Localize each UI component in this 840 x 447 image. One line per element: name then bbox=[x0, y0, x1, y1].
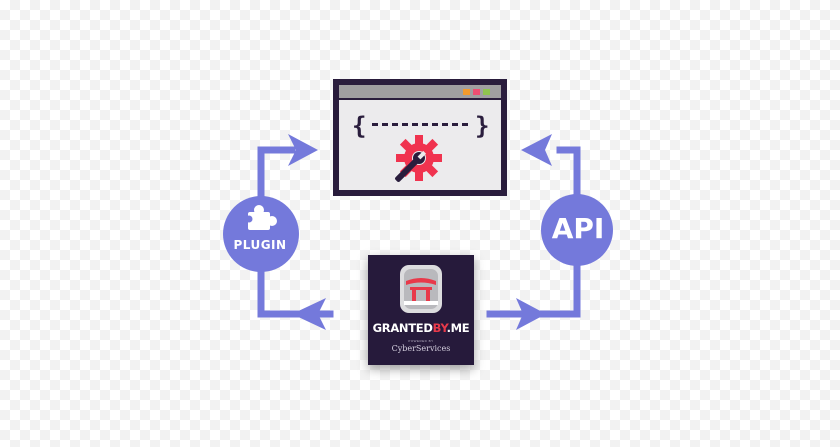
brand-title-tail: .ME bbox=[446, 321, 470, 335]
window-control-orange-icon bbox=[463, 89, 470, 95]
torii-gate-logo bbox=[400, 265, 442, 313]
arrowhead-into-browser-right bbox=[521, 134, 552, 166]
plugin-node bbox=[223, 196, 299, 272]
powered-by-label: POWERED BY bbox=[408, 339, 434, 343]
window-control-pink-icon bbox=[473, 89, 480, 95]
flow-line-plugin-to-browser bbox=[257, 146, 296, 200]
brand-title: GRANTEDBY.ME bbox=[368, 321, 474, 335]
api-node bbox=[541, 194, 613, 266]
plugin-label: PLUGIN bbox=[233, 238, 287, 252]
grantedbyme-badge: GRANTEDBY.ME POWERED BY CyberServices bbox=[368, 255, 474, 365]
brand-title-main: GRANTED bbox=[372, 321, 433, 335]
svg-text:{: { bbox=[352, 112, 366, 140]
svg-text:}: } bbox=[475, 112, 489, 140]
arrowhead-into-plugin-path bbox=[292, 298, 326, 330]
code-placeholder-icon: { } bbox=[352, 112, 489, 140]
puzzle-piece-icon bbox=[245, 205, 277, 230]
api-label: API bbox=[551, 212, 605, 245]
arrowhead-into-browser-left bbox=[288, 134, 318, 166]
flow-line-brand-to-api bbox=[486, 261, 581, 318]
gear-wrench-icon bbox=[395, 135, 442, 182]
window-control-green-icon bbox=[483, 89, 490, 95]
brand-subtitle: CyberServices bbox=[391, 344, 451, 353]
brand-title-accent: BY bbox=[432, 321, 447, 335]
flow-line-api-to-browser bbox=[556, 146, 581, 200]
arrowhead-into-api-path bbox=[516, 298, 546, 330]
